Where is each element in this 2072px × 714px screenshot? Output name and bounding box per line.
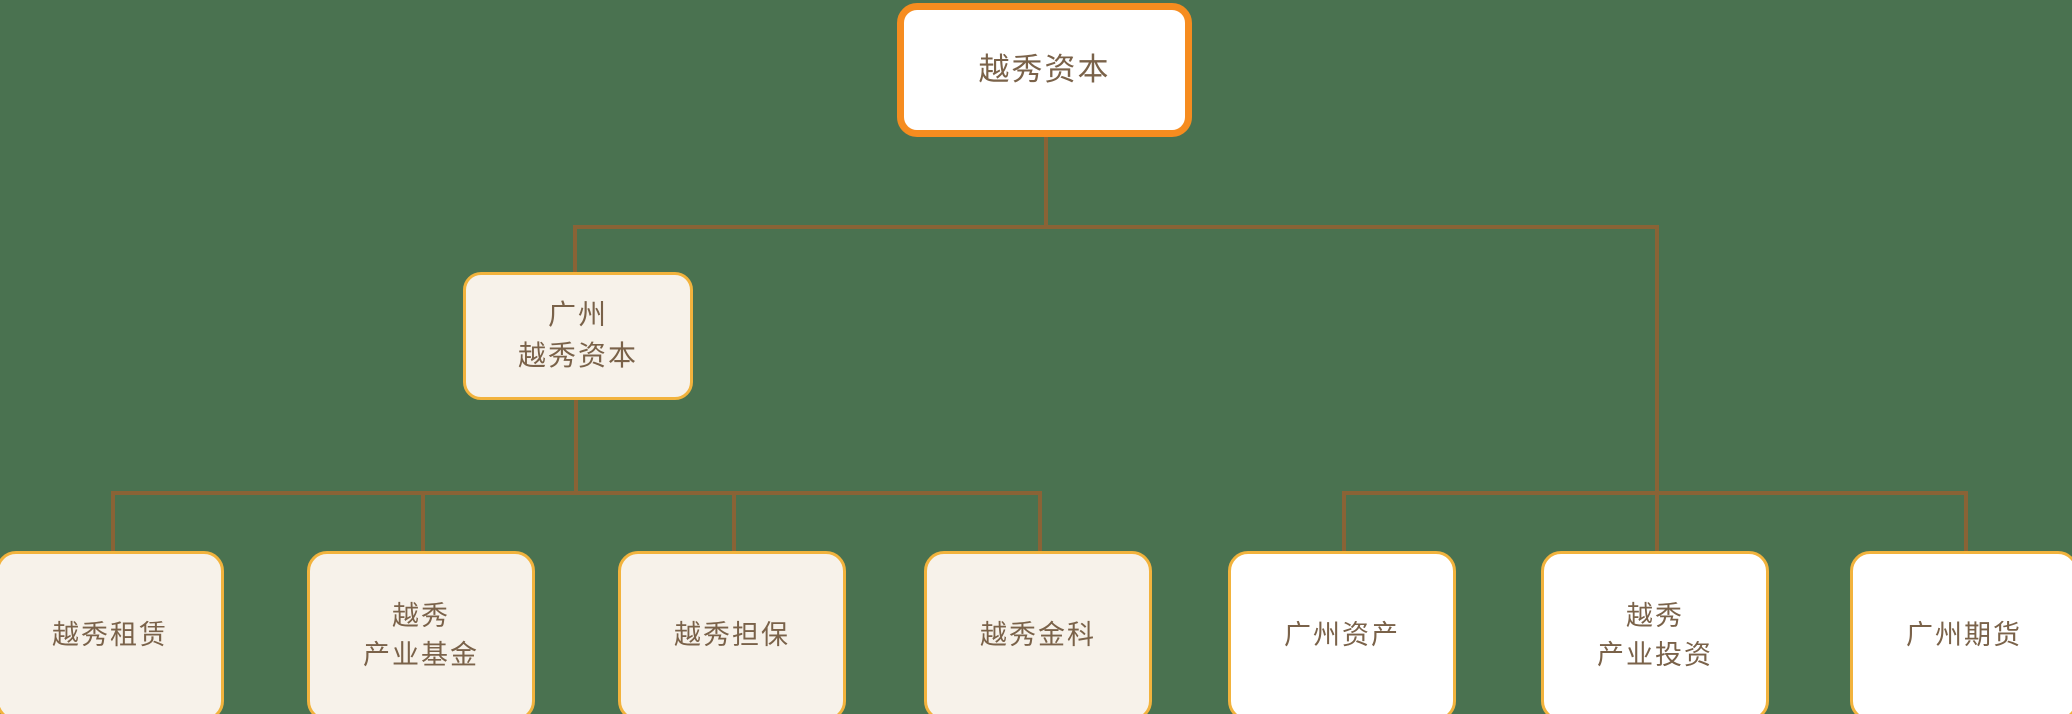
connector-leaf-drop-6 — [1655, 491, 1659, 554]
org-node-leaf-4[interactable]: 越秀金科 — [924, 551, 1152, 714]
org-node-leaf-3[interactable]: 越秀担保 — [618, 551, 846, 714]
org-node-leaf-6[interactable]: 越秀 产业投资 — [1541, 551, 1769, 714]
connector-leaf-drop-5 — [1342, 491, 1346, 554]
org-node-leaf-5-label: 广州资产 — [1284, 620, 1400, 651]
org-node-leaf-7[interactable]: 广州期货 — [1850, 551, 2072, 714]
org-node-leaf-3-label: 越秀担保 — [674, 620, 790, 651]
connector-root-stub — [1044, 134, 1048, 228]
connector-left-bus — [111, 491, 1042, 495]
connector-leaf-drop-2 — [421, 491, 425, 554]
org-node-leaf-2[interactable]: 越秀 产业基金 — [307, 551, 535, 714]
connector-leaf-drop-7 — [1964, 491, 1968, 554]
org-node-leaf-7-label: 广州期货 — [1906, 620, 2022, 651]
org-node-leaf-2-label: 越秀 产业基金 — [363, 600, 479, 670]
org-node-leaf-1[interactable]: 越秀租赁 — [0, 551, 224, 714]
org-node-root-label: 越秀资本 — [978, 51, 1111, 87]
connector-mid-stub — [574, 326, 578, 495]
connector-leaf-drop-1 — [111, 491, 115, 554]
org-node-leaf-5[interactable]: 广州资产 — [1228, 551, 1456, 714]
org-node-root[interactable]: 越秀资本 — [897, 3, 1192, 137]
org-node-leaf-4-label: 越秀金科 — [980, 620, 1096, 651]
org-node-level2[interactable]: 广州 越秀资本 — [463, 272, 693, 400]
org-node-leaf-6-label: 越秀 产业投资 — [1597, 600, 1713, 670]
connector-leaf-drop-3 — [732, 491, 736, 554]
org-node-leaf-1-label: 越秀租赁 — [52, 620, 168, 651]
connector-leaf-drop-4 — [1038, 491, 1042, 554]
connector-left-drop — [573, 225, 577, 272]
org-node-level2-label: 广州 越秀资本 — [517, 299, 638, 371]
connector-main-bus — [573, 225, 1659, 229]
connector-right-drop — [1655, 225, 1659, 495]
